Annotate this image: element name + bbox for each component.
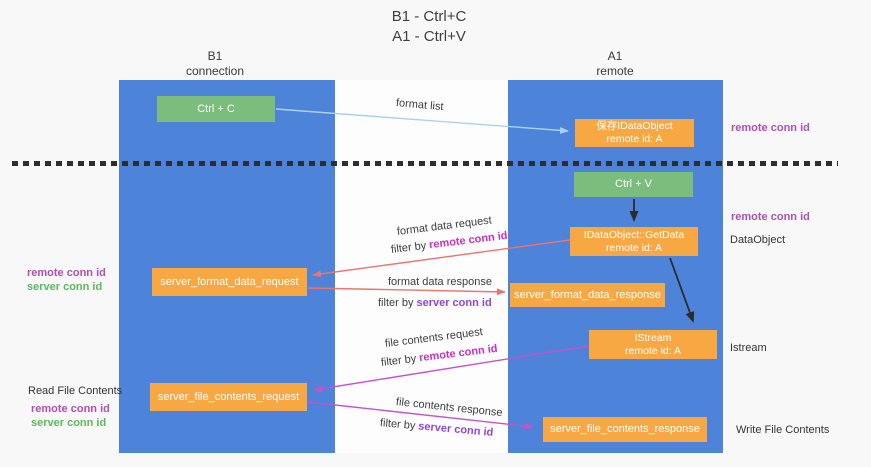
node-server-format-data-response: server_format_data_response: [510, 283, 665, 307]
lifeline-a1-title: A1: [607, 49, 623, 63]
title-line-1: B1 - Ctrl+C: [391, 8, 467, 25]
node-server-file-contents-response: server_file_contents_response: [543, 417, 707, 442]
title-line-2: A1 - Ctrl+V: [392, 28, 466, 45]
annotation-server-conn-id-top-left: server conn id: [27, 281, 103, 293]
dashed-divider: [12, 161, 838, 166]
annotation-server-conn-id-bottom-left: server conn id: [31, 417, 107, 429]
annotation-istream: Istream: [730, 342, 767, 354]
message-lane-background: [335, 80, 508, 453]
node-server-format-data-response-label: server_format_data_response: [514, 288, 661, 301]
node-getdata-line1: IDataObject::GetData: [583, 228, 685, 241]
node-getdata-line2: remote id: A: [605, 241, 663, 254]
node-ctrl-c: Ctrl + C: [157, 96, 275, 122]
server-conn-id-text: server conn id: [416, 297, 492, 309]
lifeline-a1-subtitle: remote: [596, 64, 634, 78]
annotation-remote-conn-id-mid-right: remote conn id: [731, 211, 810, 223]
node-server-format-data-request-label: server_format_data_request: [160, 275, 299, 288]
node-istream: IStream remote id: A: [589, 330, 717, 359]
node-istream-line2: remote id: A: [624, 344, 682, 357]
annotation-write-file-contents: Write File Contents: [736, 424, 830, 436]
annotation-remote-conn-id-top-left: remote conn id: [27, 267, 106, 279]
annotation-read-file-contents: Read File Contents: [28, 385, 123, 397]
node-idataobject-getdata: IDataObject::GetData remote id: A: [570, 227, 698, 256]
node-ctrl-v: Ctrl + V: [574, 172, 693, 197]
annotation-remote-conn-id-bottom-left: remote conn id: [31, 403, 110, 415]
node-ctrl-c-label: Ctrl + C: [197, 102, 235, 115]
page-title: B1 - Ctrl+C A1 - Ctrl+V: [0, 7, 858, 47]
lifeline-b1-subtitle: connection: [185, 64, 245, 78]
filter-by-text: filter by: [378, 297, 414, 309]
node-save-dataobject: 保存IDataObject remote id: A: [575, 119, 694, 147]
lifeline-header-a1: A1 remote: [515, 49, 715, 79]
node-save-dataobject-line2: remote id: A: [606, 133, 663, 145]
annotation-remote-conn-id-top-right: remote conn id: [731, 122, 810, 134]
node-ctrl-v-label: Ctrl + V: [615, 178, 652, 190]
lifeline-header-b1: B1 connection: [115, 49, 315, 79]
node-server-file-contents-request: server_file_contents_request: [150, 383, 307, 411]
node-save-dataobject-line1: 保存IDataObject: [596, 120, 673, 132]
node-server-format-data-request: server_format_data_request: [152, 268, 307, 296]
annotation-dataobject: DataObject: [730, 234, 786, 246]
node-istream-line1: IStream: [634, 331, 672, 344]
node-server-file-contents-response-label: server_file_contents_response: [550, 423, 700, 435]
node-server-file-contents-request-label: server_file_contents_request: [157, 390, 300, 403]
label-format-data-response: format data response: [388, 276, 492, 288]
lifeline-b1-title: B1: [207, 49, 223, 63]
